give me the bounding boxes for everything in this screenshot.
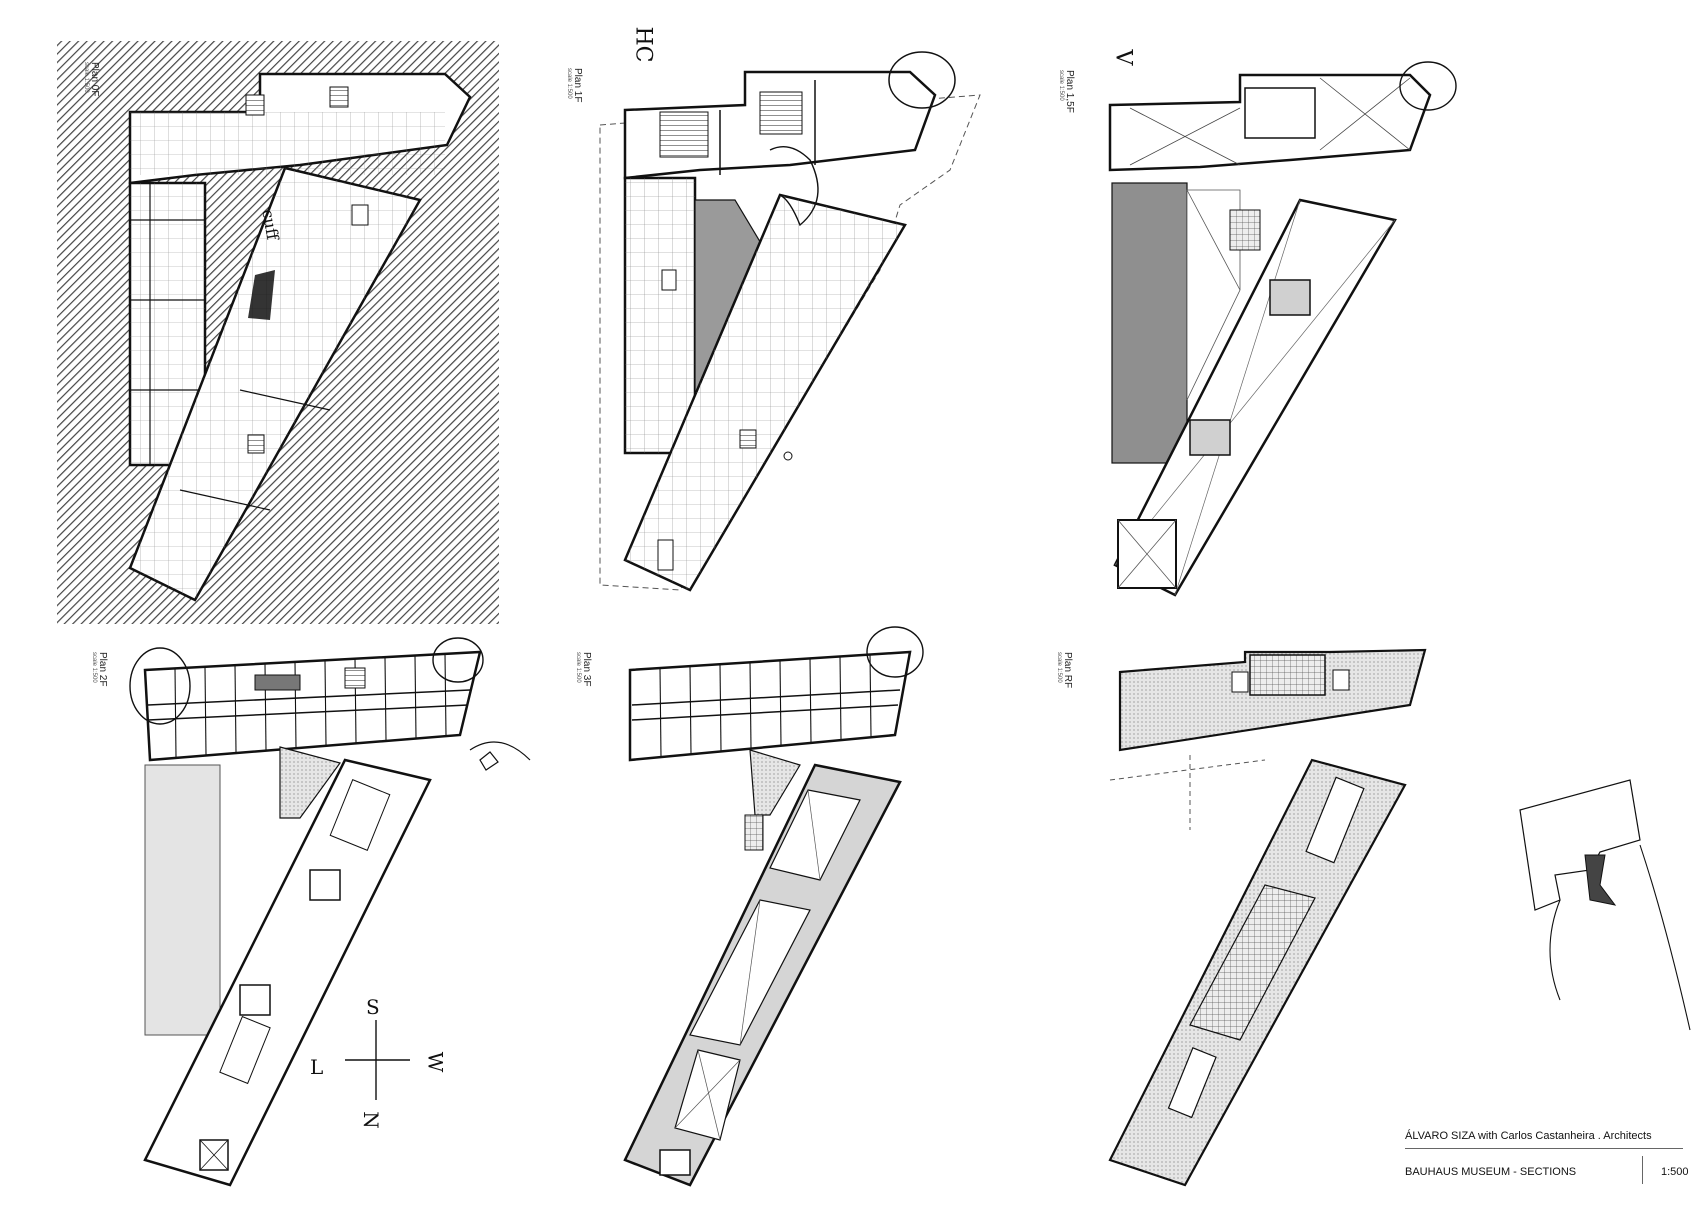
plan-2f [129,637,531,1187]
plan-1f [599,51,981,592]
architect-credit: ÁLVARO SIZA with Carlos Castanheira . Ar… [1405,1130,1652,1142]
compass-w: W [423,1051,448,1073]
drawing-scale: 1:500 [1661,1166,1689,1178]
plan-15f [1108,61,1457,597]
project-title: BAUHAUS MUSEUM - SECTIONS [1405,1166,1577,1178]
site-boundary-1f [599,94,981,591]
handwritten-note-hc: HC [630,26,656,63]
compass-n: N [358,1111,383,1129]
sketch-circle [888,51,956,109]
compass-e: L [310,1055,324,1079]
handwritten-note-v: V [1110,49,1136,66]
scale-divider [1642,1156,1643,1184]
plan-rf [1108,648,1691,1187]
plan-3f [623,626,924,1187]
title-divider [1405,1148,1683,1149]
compass-s: S [366,995,380,1019]
margin-sketch [1519,779,1641,911]
plan-0f [57,41,499,624]
title-block: ÁLVARO SIZA with Carlos Castanheira . Ar… [1405,1120,1695,1200]
